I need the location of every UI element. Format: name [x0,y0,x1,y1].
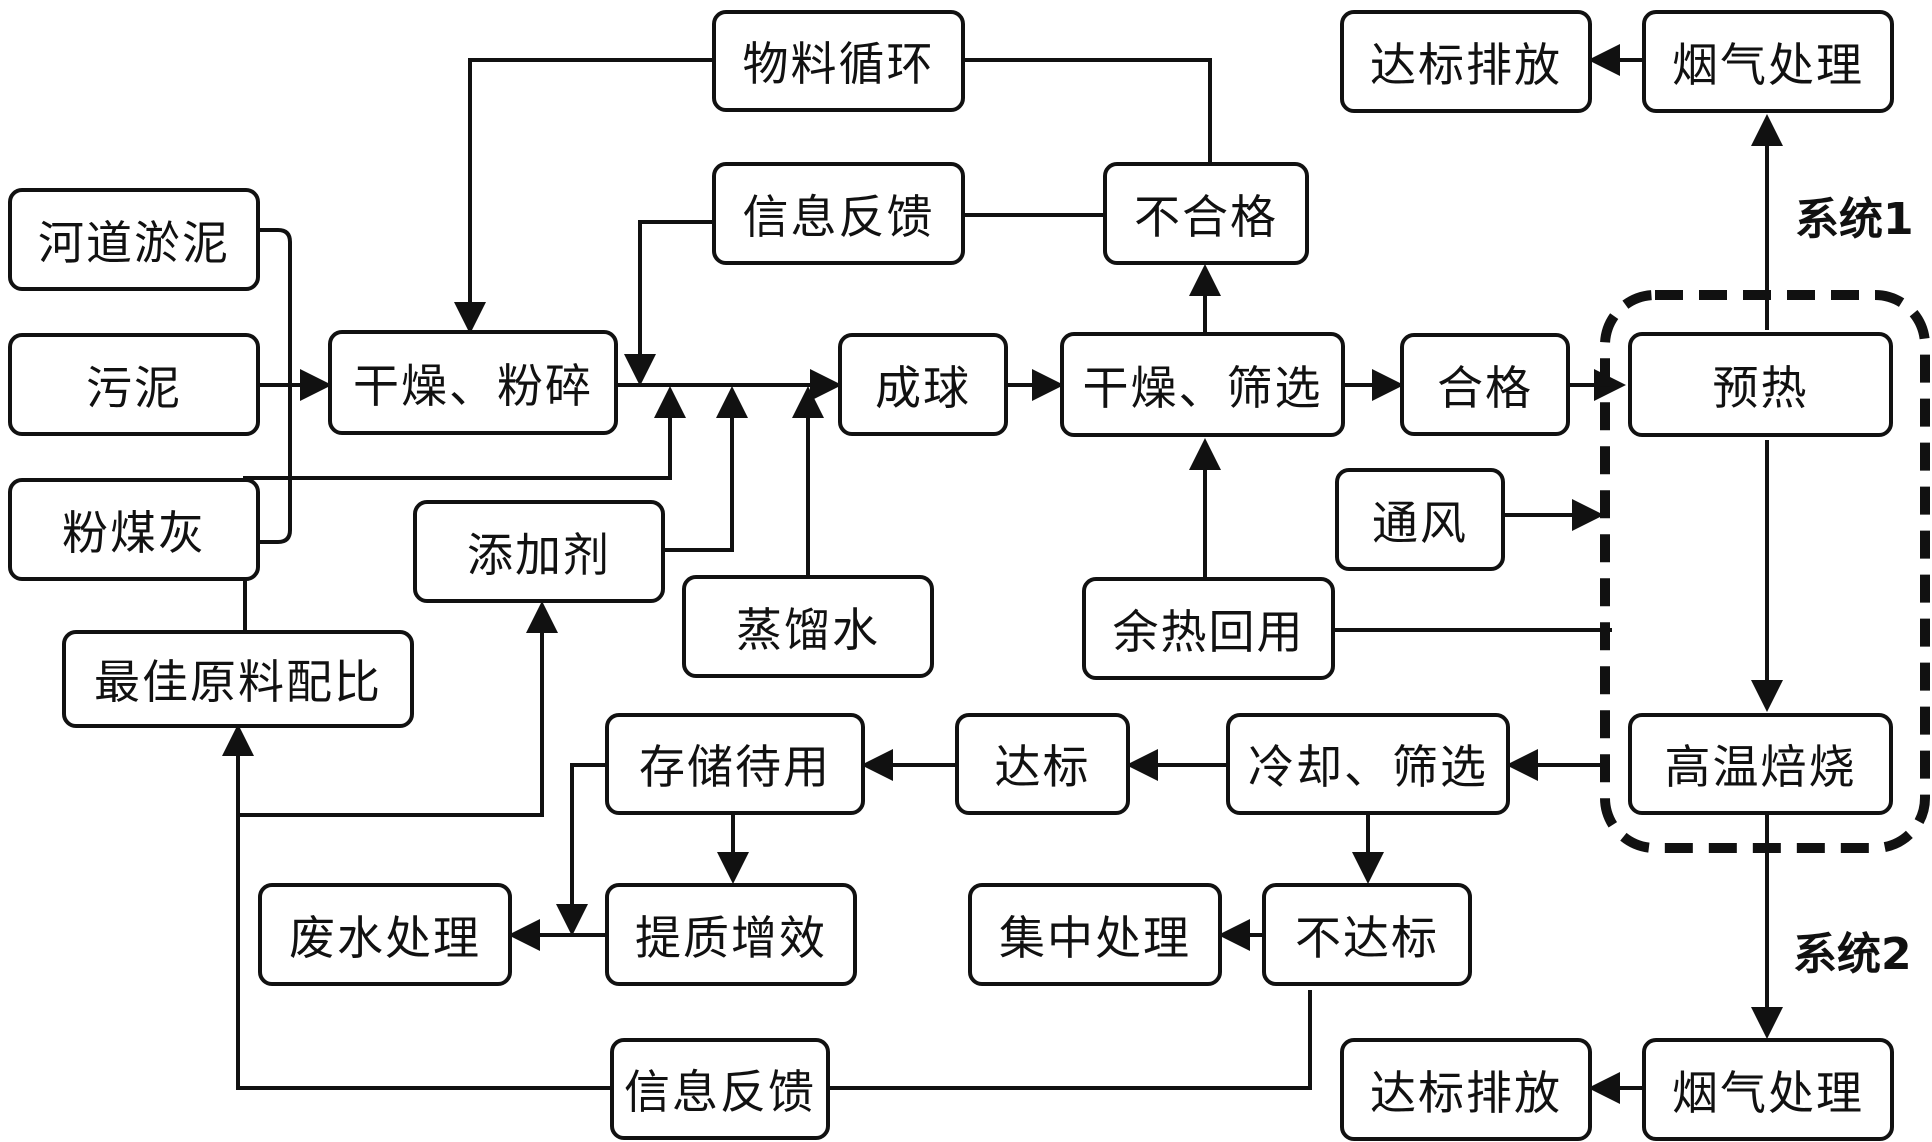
info-feedback-top-return [624,220,712,386]
material-cycle-box: 物料循环 [712,10,965,112]
wastewater-box: 废水处理 [258,883,512,986]
cool-screen-box: 冷却、筛选 [1226,713,1510,815]
meets-standard-box: 达标 [955,713,1130,815]
flue-gas-top-box: 烟气处理 [1642,10,1894,113]
system1-label: 系统1 [1795,194,1914,245]
furnace-system-boundary [1600,290,1930,853]
best-ratio-box: 最佳原料配比 [62,630,414,728]
material-cycle-loop [965,58,1212,162]
pelletize-box: 成球 [838,333,1008,436]
qualified-box: 合格 [1400,333,1570,436]
system2-label: 系统2 [1793,929,1912,980]
sludge-box: 污泥 [8,333,260,436]
river-sludge-box: 河道淤泥 [8,188,260,291]
dry-screen-box: 干燥、筛选 [1060,332,1345,437]
centralized-box: 集中处理 [968,883,1222,986]
info-feedback-top-box: 信息反馈 [712,162,965,265]
ventilation-box: 通风 [1335,468,1505,571]
store-box: 存储待用 [605,713,865,815]
quality-upgrade-box: 提质增效 [605,883,857,986]
fly-ash-box: 粉煤灰 [8,478,260,581]
info-feedback-bottom-box: 信息反馈 [610,1038,830,1140]
high-temp-roast-box: 高温焙烧 [1628,713,1893,815]
waste-heat-reuse-box: 余热回用 [1082,577,1335,680]
emission-bottom-box: 达标排放 [1340,1038,1592,1141]
dry-crush-box: 干燥、粉碎 [328,330,618,435]
additive-box: 添加剂 [413,500,665,603]
emission-top-box: 达标排放 [1340,10,1592,113]
store-side-to-wastewater-arrow [556,763,605,936]
substandard-to-info-feedback-line [830,990,1312,1090]
unqualified-top-box: 不合格 [1103,162,1309,265]
store-loop-to-additive-arrow [238,601,558,817]
preheat-box: 预热 [1628,332,1893,437]
distilled-water-box: 蒸馏水 [682,575,934,678]
substandard-box: 不达标 [1262,883,1472,986]
info-feedback-to-best-ratio-arrow [222,724,610,1090]
material-cycle-return [454,58,712,334]
flue-gas-bottom-box: 烟气处理 [1642,1038,1894,1141]
additive-to-main-arrow [665,386,748,552]
